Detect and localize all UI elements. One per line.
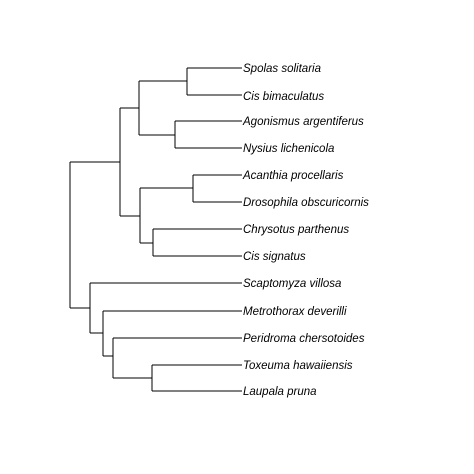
tree-branches [69, 67, 242, 392]
tip-label-metrothorax-deverilli: Metrothorax deverilli [243, 306, 347, 318]
tip-label-laupala-pruna: Laupala pruna [243, 386, 317, 398]
tip-label-cis-bimaculatus: Cis bimaculatus [243, 91, 324, 103]
tip-label-acanthia-procellaris: Acanthia procellaris [242, 170, 344, 182]
tip-label-chrysotus-parthenus: Chrysotus parthenus [243, 224, 349, 236]
tip-label-drosophila-obscuricornis: Drosophila obscuricornis [243, 197, 369, 209]
tip-label-toxeuma-hawaiiensis: Toxeuma hawaiiensis [243, 360, 353, 372]
tip-label-cis-signatus: Cis signatus [243, 251, 306, 263]
tree-tip-labels: Spolas solitaria Cis bimaculatus Agonism… [242, 63, 369, 398]
tip-label-nysius-lichenicola: Nysius lichenicola [243, 143, 334, 155]
tip-label-agonismus-argentiferus: Agonismus argentiferus [242, 116, 364, 128]
tip-label-peridroma-chersotoides: Peridroma chersotoides [243, 333, 365, 345]
tip-label-scaptomyza-villosa: Scaptomyza villosa [243, 278, 341, 290]
tip-label-spolas-solitaria: Spolas solitaria [243, 63, 321, 75]
